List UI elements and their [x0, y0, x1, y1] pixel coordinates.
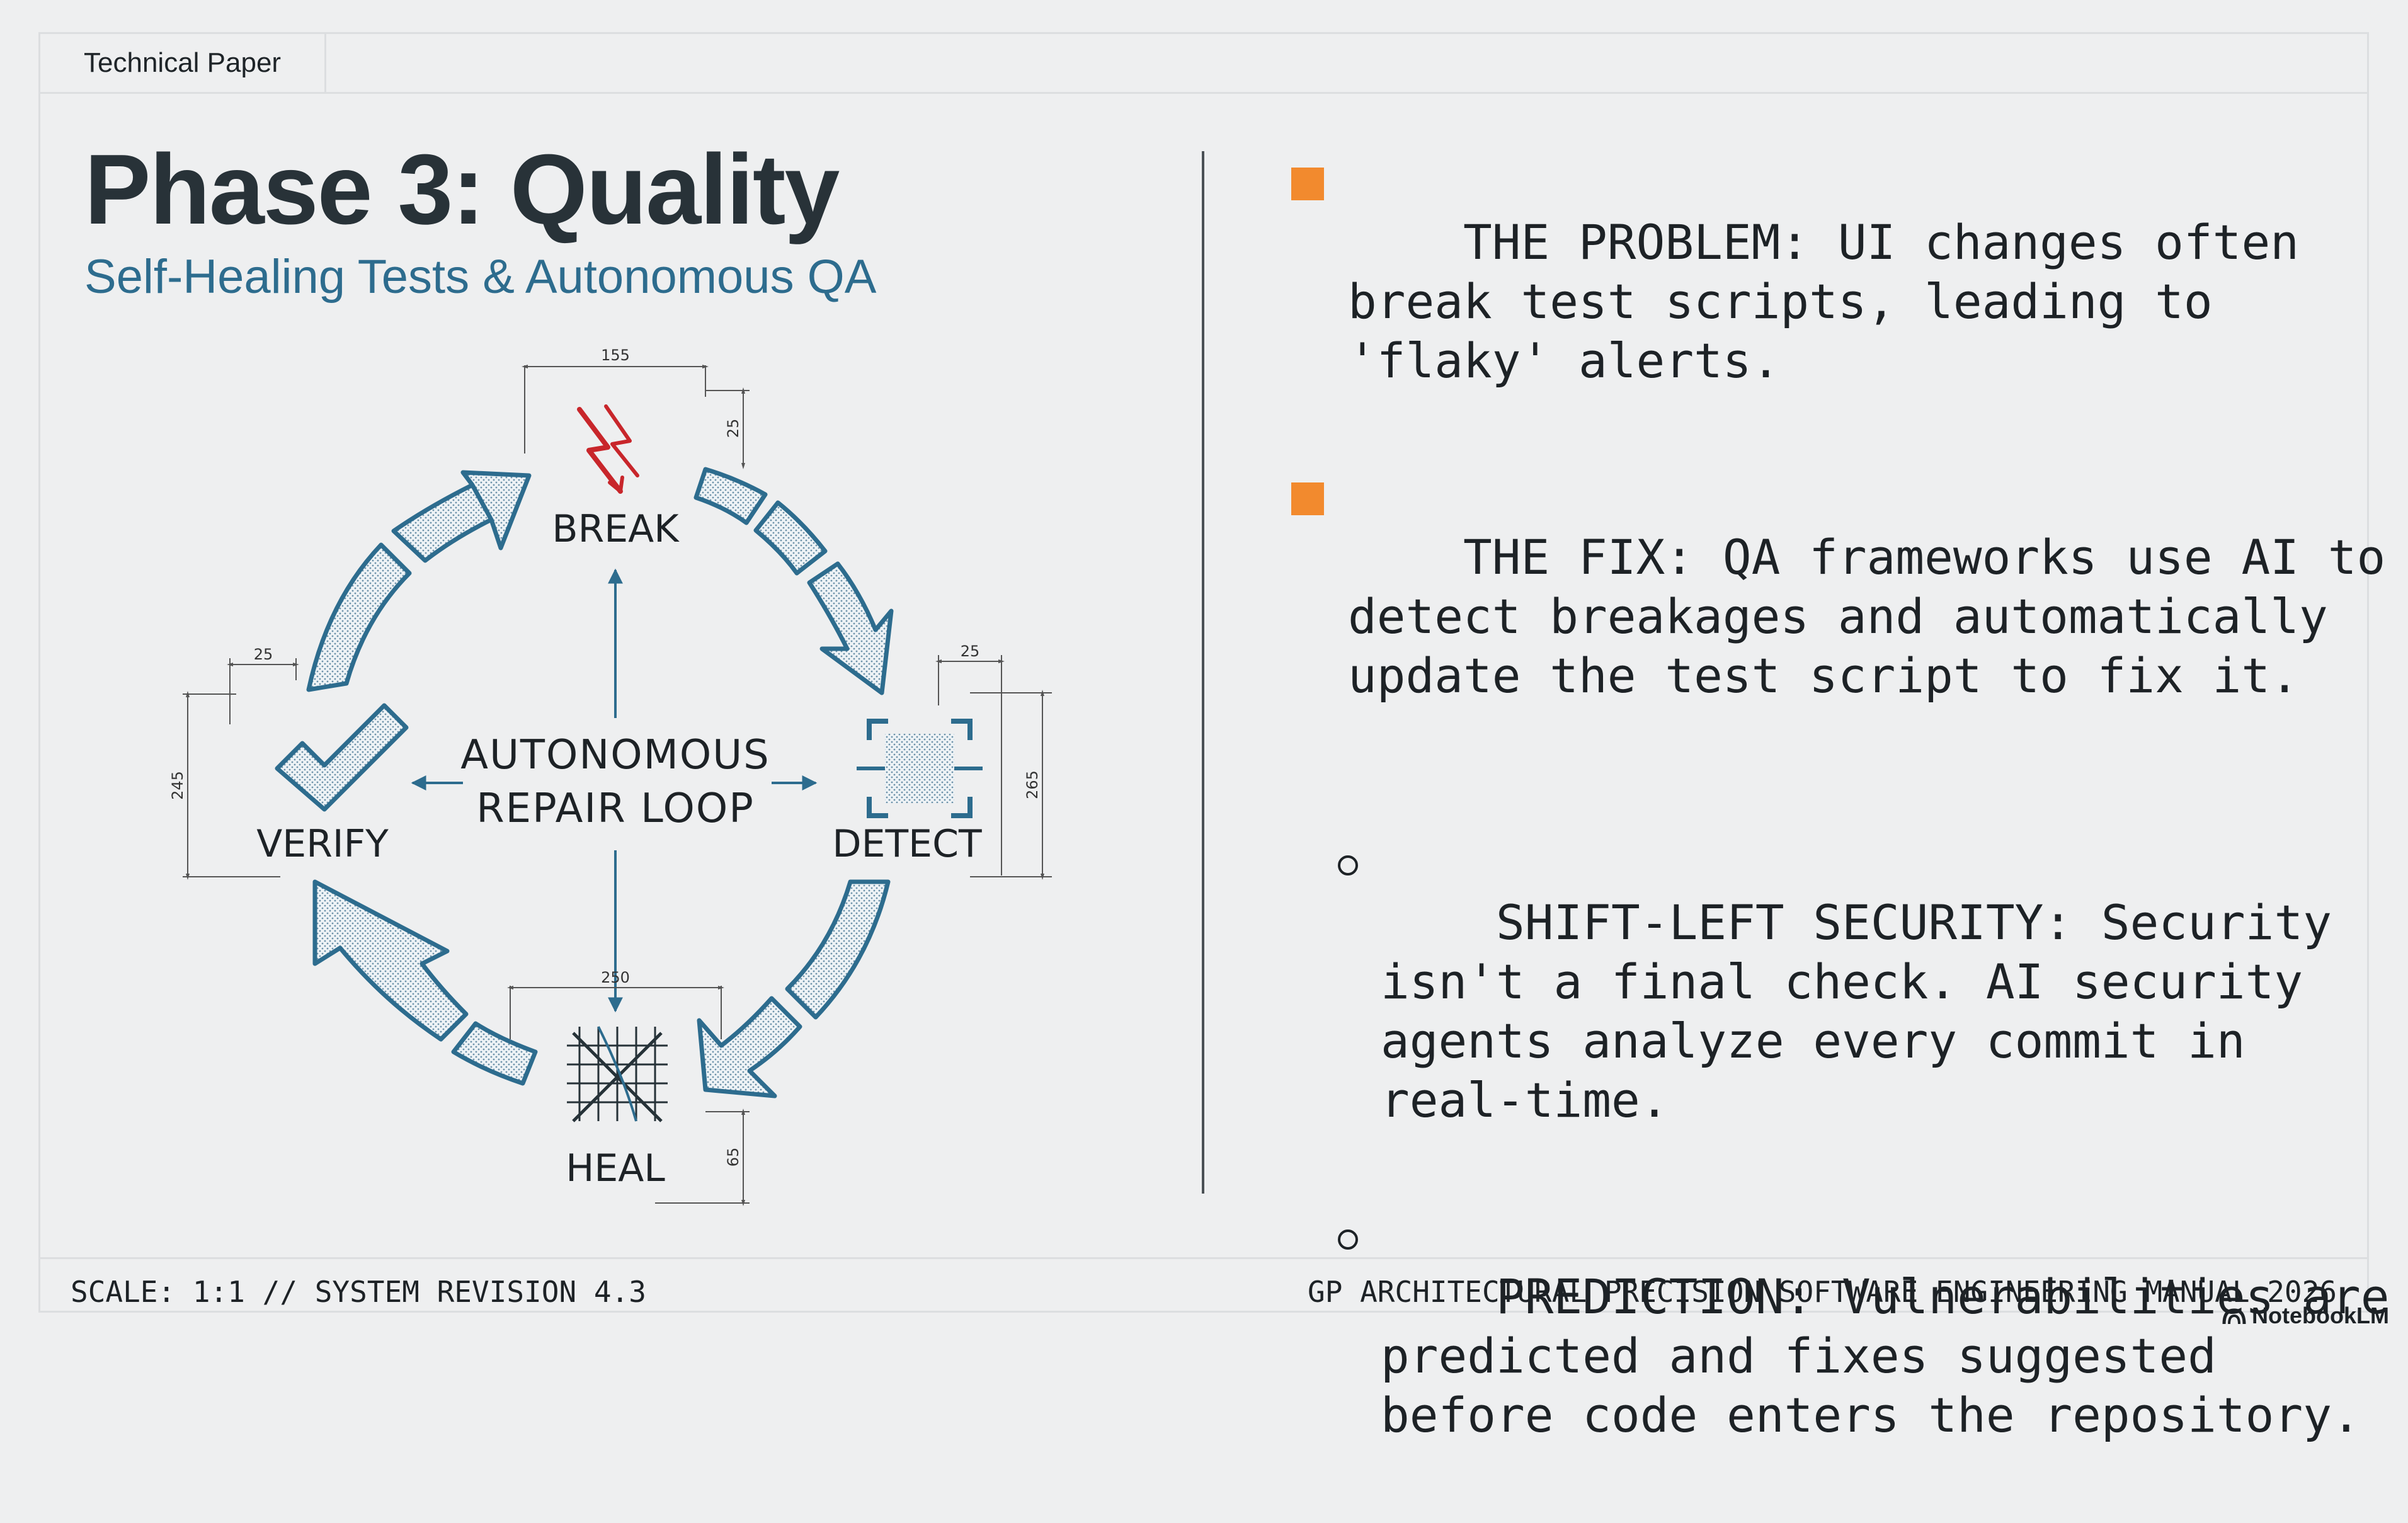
vertical-divider [1202, 151, 1204, 1194]
dim-label-right-height: 265 [1024, 770, 1041, 799]
scan-icon [857, 719, 983, 818]
repair-loop-diagram: AUTONOMOUS REPAIR LOOP BREAK DETECT HEAL… [169, 346, 1052, 1206]
mesh-icon [567, 1026, 668, 1122]
tab-technical-paper[interactable]: Technical Paper [38, 32, 326, 94]
notebooklm-logo-icon [2222, 1308, 2246, 1325]
dim-label-left-gap: 25 [254, 646, 273, 663]
header-bar [38, 32, 2369, 94]
dim-label-right-gap: 25 [961, 642, 980, 660]
footer-divider [38, 1257, 2369, 1259]
dim-label-bottom-height: 65 [724, 1148, 742, 1167]
node-label-break: BREAK [552, 507, 680, 551]
circle-bullet-icon [1338, 1229, 1358, 1250]
bullet-list: THE PROBLEM: UI changes often break test… [1285, 154, 2389, 1523]
page-title: Phase 3: Quality [84, 134, 840, 245]
sub-bullet-item: PREDICTION: Vulnerabilities are predicte… [1335, 1208, 2389, 1504]
tab-label: Technical Paper [84, 47, 282, 78]
bullet-text: THE PROBLEM: UI changes often break test… [1348, 214, 2299, 389]
loop-arrow-heal-to-verify [312, 879, 538, 1086]
bullet-item: THE PROBLEM: UI changes often break test… [1285, 154, 2356, 450]
node-label-detect: DETECT [832, 822, 982, 866]
footer-manual-title: GP ARCHITECTURAL PRECISION SOFTWARE ENGI… [1308, 1275, 2337, 1309]
center-label-line2: REPAIR LOOP [476, 785, 755, 832]
sub-bullet-item: SHIFT-LEFT SECURITY: Security isn't a fi… [1335, 834, 2356, 1189]
checkmark-icon [275, 703, 409, 812]
lightning-icon [577, 404, 639, 494]
center-label-line1: AUTONOMOUS [460, 732, 770, 779]
watermark-text: NotebookLM [2252, 1303, 2389, 1328]
bullet-text: THE FIX: QA frameworks use AI to detect … [1348, 529, 2386, 704]
loop-arrow-detect-to-heal [697, 879, 891, 1098]
notebooklm-watermark: NotebookLM [2222, 1303, 2389, 1329]
node-label-heal: HEAL [566, 1146, 665, 1190]
page-subtitle: Self-Healing Tests & Autonomous QA [84, 250, 877, 304]
node-label-verify: VERIFY [256, 822, 389, 866]
loop-arrow-verify-to-break [306, 470, 532, 692]
dim-label-left-height: 245 [169, 771, 186, 800]
dim-label-top-width: 155 [601, 346, 630, 364]
footer-scale-note: SCALE: 1:1 // SYSTEM REVISION 4.3 [71, 1275, 646, 1309]
square-bullet-icon [1291, 482, 1324, 515]
loop-arrow-break-to-detect [693, 467, 894, 695]
square-bullet-icon [1291, 168, 1324, 200]
circle-bullet-icon [1338, 855, 1358, 876]
page-frame [38, 32, 2369, 1313]
dim-label-top-height: 25 [724, 419, 742, 438]
dim-label-bottom-width: 250 [601, 969, 630, 986]
bullet-item: THE FIX: QA frameworks use AI to detect … [1285, 469, 2385, 765]
sub-bullet-text: SHIFT-LEFT SECURITY: Security isn't a fi… [1381, 894, 2332, 1128]
